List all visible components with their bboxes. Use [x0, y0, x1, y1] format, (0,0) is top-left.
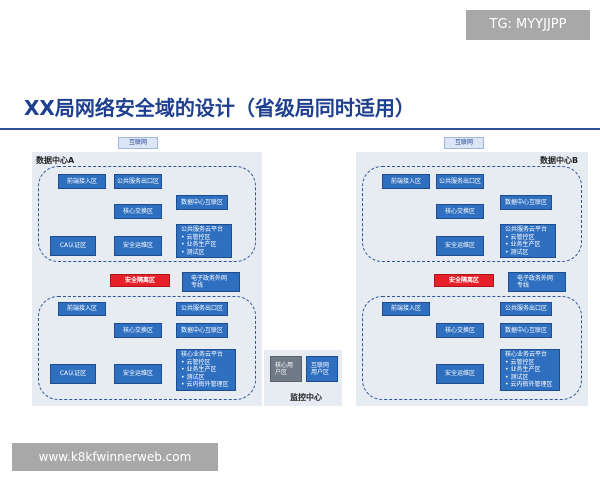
dc-a-security-ops: 安全运维区 — [114, 236, 162, 256]
dc-b-dc-interconnect-core: 数据中心互联区 — [500, 323, 552, 338]
dc-a-public-cloud-title: 公共服务云平台 — [181, 226, 224, 233]
dc-a-core-cloud-item: • 云内衙外管理区 — [181, 381, 229, 389]
datacenter-a-core-zone — [38, 296, 256, 400]
dc-a-public-cloud-item: • 业务生产区 — [181, 241, 217, 248]
dc-a-ca-auth: CA认证区 — [50, 236, 96, 256]
dc-a-front-access: 前端接入区 — [58, 174, 106, 189]
datacenter-a-label: 数据中心A — [36, 156, 75, 165]
dc-b-core-cloud-item: • 测试区 — [505, 373, 529, 381]
dc-b-public-cloud-item: • 测试区 — [505, 248, 529, 256]
dc-a-front-access-core: 前端接入区 — [58, 302, 106, 316]
dc-a-core-cloud-title: 核心业务云平台 — [181, 351, 224, 359]
dc-b-public-exit-core: 公共服务出口区 — [500, 302, 552, 316]
monitor-center-label: 监控中心 — [290, 393, 322, 402]
dc-b-public-cloud: 公共服务云平台 • 云管控区 • 业务生产区 • 测试区 — [500, 224, 556, 258]
page-title: XX局网络安全域的设计（省级局同时适用） — [24, 96, 415, 120]
datacenter-b-public-zone — [362, 166, 582, 262]
datacenter-b-label: 数据中心B — [540, 156, 579, 165]
dc-b-public-cloud-title: 公共服务云平台 — [505, 226, 548, 233]
dc-a-security-isolation: 安全隔离区 — [110, 274, 170, 287]
internet-node-b: 互联网 — [444, 137, 484, 149]
watermark-bottom: www.k8kfwinnerweb.com — [12, 443, 218, 471]
monitor-core-user-line-1: 核心用 — [275, 361, 294, 369]
monitor-core-user-line-2: 户区 — [275, 369, 288, 376]
dc-b-public-cloud-item: • 业务生产区 — [505, 241, 541, 248]
dc-b-dc-interconnect: 数据中心互联区 — [500, 195, 552, 210]
monitor-internet-user: 互联网 用户区 — [306, 356, 338, 382]
dc-b-egov-line-1: 电子政务外网 — [517, 274, 554, 282]
dc-a-core-switch: 核心交换区 — [114, 204, 162, 219]
datacenter-a-public-zone — [38, 166, 256, 262]
monitor-internet-user-line-2: 用户区 — [311, 369, 330, 376]
dc-a-egov-line-2: 专线 — [191, 282, 204, 289]
dc-a-security-ops-core: 安全运维区 — [114, 364, 162, 384]
dc-b-egov-line: 电子政务外网 专线 — [508, 272, 566, 292]
dc-b-public-exit: 公共服务出口区 — [436, 174, 484, 189]
dc-a-egov-line: 电子政务外网 专线 — [182, 272, 240, 292]
monitor-core-user: 核心用 户区 — [270, 356, 302, 382]
dc-b-core-cloud-item: • 云管控区 — [505, 358, 535, 366]
dc-a-core-cloud-item: • 云管控区 — [181, 358, 211, 366]
dc-b-core-cloud: 核心业务云平台 • 云管控区 • 业务生产区 • 测试区 • 云内衙外管理区 — [500, 349, 560, 391]
dc-a-public-cloud-item: • 云管控区 — [181, 233, 211, 241]
dc-b-core-cloud-title: 核心业务云平台 — [505, 351, 548, 359]
dc-a-core-cloud-item: • 业务生产区 — [181, 366, 217, 374]
dc-a-public-cloud-item: • 测试区 — [181, 248, 205, 256]
dc-a-core-cloud: 核心业务云平台 • 云管控区 • 业务生产区 • 测试区 • 云内衙外管理区 — [176, 349, 236, 391]
dc-b-egov-line-2: 专线 — [517, 282, 530, 289]
dc-b-core-switch: 核心交换区 — [436, 204, 484, 219]
dc-b-front-access: 前端接入区 — [382, 174, 430, 189]
dc-a-public-cloud: 公共服务云平台 • 云管控区 • 业务生产区 • 测试区 — [176, 224, 232, 258]
dc-b-public-cloud-item: • 云管控区 — [505, 233, 535, 241]
title-divider — [0, 128, 600, 130]
internet-node-a: 互联网 — [118, 137, 158, 149]
dc-b-front-access-core: 前端接入区 — [382, 302, 430, 316]
dc-a-core-switch-core: 核心交换区 — [114, 323, 162, 338]
dc-b-security-isolation: 安全隔离区 — [434, 274, 494, 287]
dc-a-core-cloud-item: • 测试区 — [181, 373, 205, 381]
dc-b-security-ops-core: 安全运维区 — [436, 364, 484, 384]
dc-a-dc-interconnect-core: 数据中心互联区 — [176, 323, 228, 338]
dc-a-public-exit-core: 公共服务出口区 — [176, 302, 228, 316]
dc-a-ca-auth-core: CA认证区 — [50, 364, 96, 384]
datacenter-b-core-zone — [362, 296, 582, 400]
dc-a-dc-interconnect: 数据中心互联区 — [176, 195, 228, 210]
watermark-top: TG: MYYJJPP — [466, 10, 590, 40]
dc-b-core-switch-core: 核心交换区 — [436, 323, 484, 338]
dc-b-core-cloud-item: • 云内衙外管理区 — [505, 381, 553, 389]
dc-b-security-ops: 安全运维区 — [436, 236, 484, 256]
monitor-internet-user-line-1: 互联网 — [311, 361, 330, 369]
dc-a-public-exit: 公共服务出口区 — [114, 174, 162, 189]
dc-a-egov-line-1: 电子政务外网 — [191, 274, 228, 282]
dc-b-core-cloud-item: • 业务生产区 — [505, 366, 541, 374]
